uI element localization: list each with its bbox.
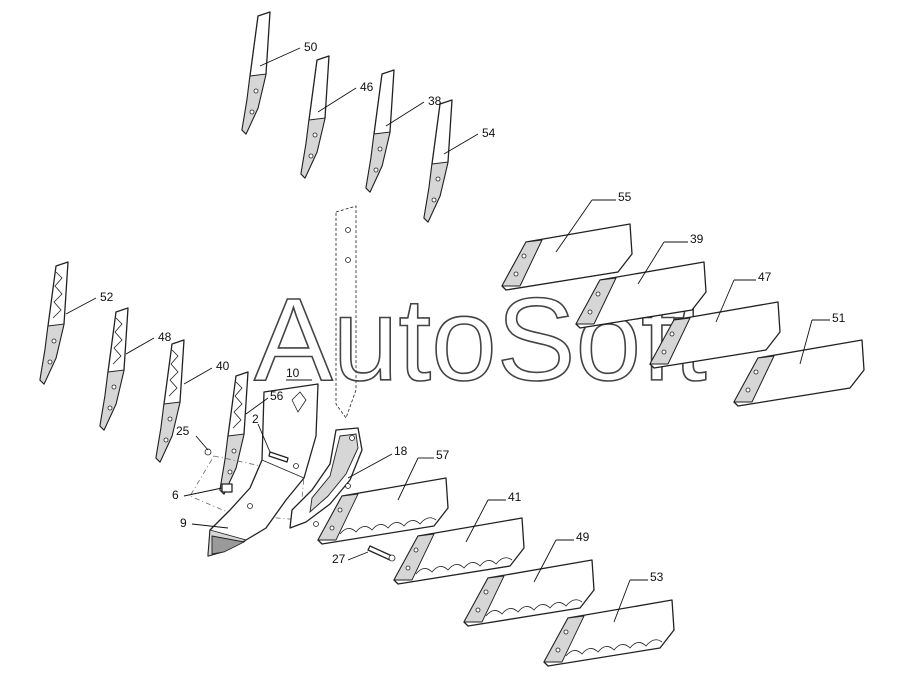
callout-51: 51 [832, 311, 846, 325]
part-56 [219, 371, 249, 495]
share-assembly [189, 383, 396, 562]
callout-56: 56 [270, 389, 284, 403]
callout-47: 47 [758, 270, 772, 284]
callout-38: 38 [428, 94, 442, 108]
callout-52: 52 [100, 290, 114, 304]
part-40 [155, 339, 185, 463]
callout-48: 48 [158, 330, 172, 344]
part-54 [423, 99, 453, 223]
part-48 [99, 307, 129, 431]
callout-6: 6 [172, 488, 179, 502]
callout-49: 49 [576, 530, 590, 544]
callout-2: 2 [252, 412, 259, 426]
callout-54: 54 [482, 126, 496, 140]
part-50 [241, 11, 271, 135]
callout-labels: 50 46 38 54 55 39 47 51 52 48 40 56 10 2… [100, 40, 846, 584]
callout-9: 9 [180, 516, 187, 530]
callout-27: 27 [332, 552, 346, 566]
part-46 [300, 55, 330, 179]
callout-40: 40 [216, 359, 230, 373]
callout-10: 10 [286, 366, 300, 380]
leader-lines [65, 47, 830, 623]
callout-25: 25 [176, 424, 190, 438]
callout-50: 50 [304, 40, 318, 54]
callout-18: 18 [394, 444, 408, 458]
callout-46: 46 [360, 80, 374, 94]
callout-55: 55 [618, 190, 632, 204]
callout-41: 41 [508, 490, 522, 504]
callout-39: 39 [690, 232, 704, 246]
callout-53: 53 [650, 570, 664, 584]
callout-57: 57 [436, 448, 450, 462]
part-52 [39, 261, 69, 385]
